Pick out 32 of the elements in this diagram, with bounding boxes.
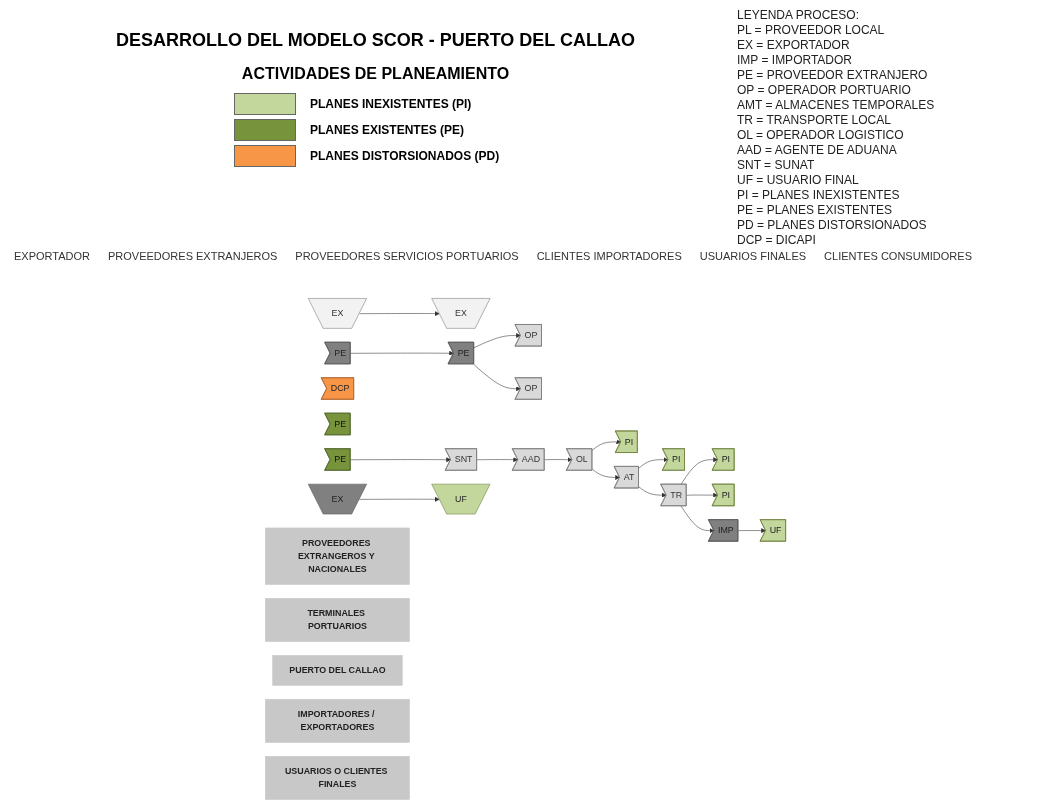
lane-note: CLIENTES CONSUMIDORES (824, 250, 972, 262)
lane-note: USUARIOS FINALES (699, 250, 807, 262)
legend-entry: TR = TRANSPORTE LOCAL (737, 113, 892, 128)
legend-entry: UF = USUARIO FINAL (737, 173, 860, 188)
node-box: PROVEEDORES EXTRANGEROS Y NACIONALES (265, 527, 410, 585)
legend-entry: EX = EXPORTADOR (737, 38, 851, 53)
legend-label: PLANES DISTORSIONADOS (PD) (310, 149, 500, 163)
node-box: USUARIOS O CLIENTES FINALES (265, 755, 410, 800)
legend-entry: PD = PLANES DISTORSIONADOS (737, 218, 928, 233)
lane-note: PROVEEDORES EXTRANJEROS (108, 250, 278, 262)
legend-entry: PE = PROVEEDOR EXTRANJERO (737, 68, 929, 83)
diagram-title: DESARROLLO DEL MODELO SCOR - PUERTO DEL CALLAO (115, 30, 636, 51)
legend-entry: OL = OPERADOR LOGISTICO (737, 128, 905, 143)
legend-entry: AAD = AGENTE DE ADUANA (737, 143, 898, 158)
lane-note: PROVEEDORES SERVICIOS PORTUARIOS (295, 250, 519, 262)
lane-note: EXPORTADOR (14, 250, 90, 262)
legend-entry: IMP = IMPORTADOR (737, 53, 854, 68)
legend-label: PLANES EXISTENTES (PE) (310, 123, 465, 137)
legend-entry: DCP = DICAPI (737, 233, 817, 248)
legend-heading: LEYENDA PROCESO: (737, 8, 861, 23)
lane-note: CLIENTES IMPORTADORES (536, 250, 682, 262)
node-box: TERMINALES PORTUARIOS (265, 597, 410, 642)
legend-label: PLANES INEXISTENTES (PI) (310, 97, 472, 111)
node-box: PUERTO DEL CALLAO (272, 654, 403, 686)
legend-entry: PL = PROVEEDOR LOCAL (737, 23, 886, 38)
legend-entry: OP = OPERADOR PORTUARIO (737, 83, 912, 98)
node-box: IMPORTADORES / EXPORTADORES (265, 698, 410, 743)
legend-entry: SNT = SUNAT (737, 158, 816, 173)
legend-entry: PI = PLANES INEXISTENTES (737, 188, 901, 203)
legend-entry: AMT = ALMACENES TEMPORALES (737, 98, 936, 113)
legend-entry: PE = PLANES EXISTENTES (737, 203, 894, 218)
subtitle: ACTIVIDADES DE PLANEAMIENTO (240, 65, 511, 83)
